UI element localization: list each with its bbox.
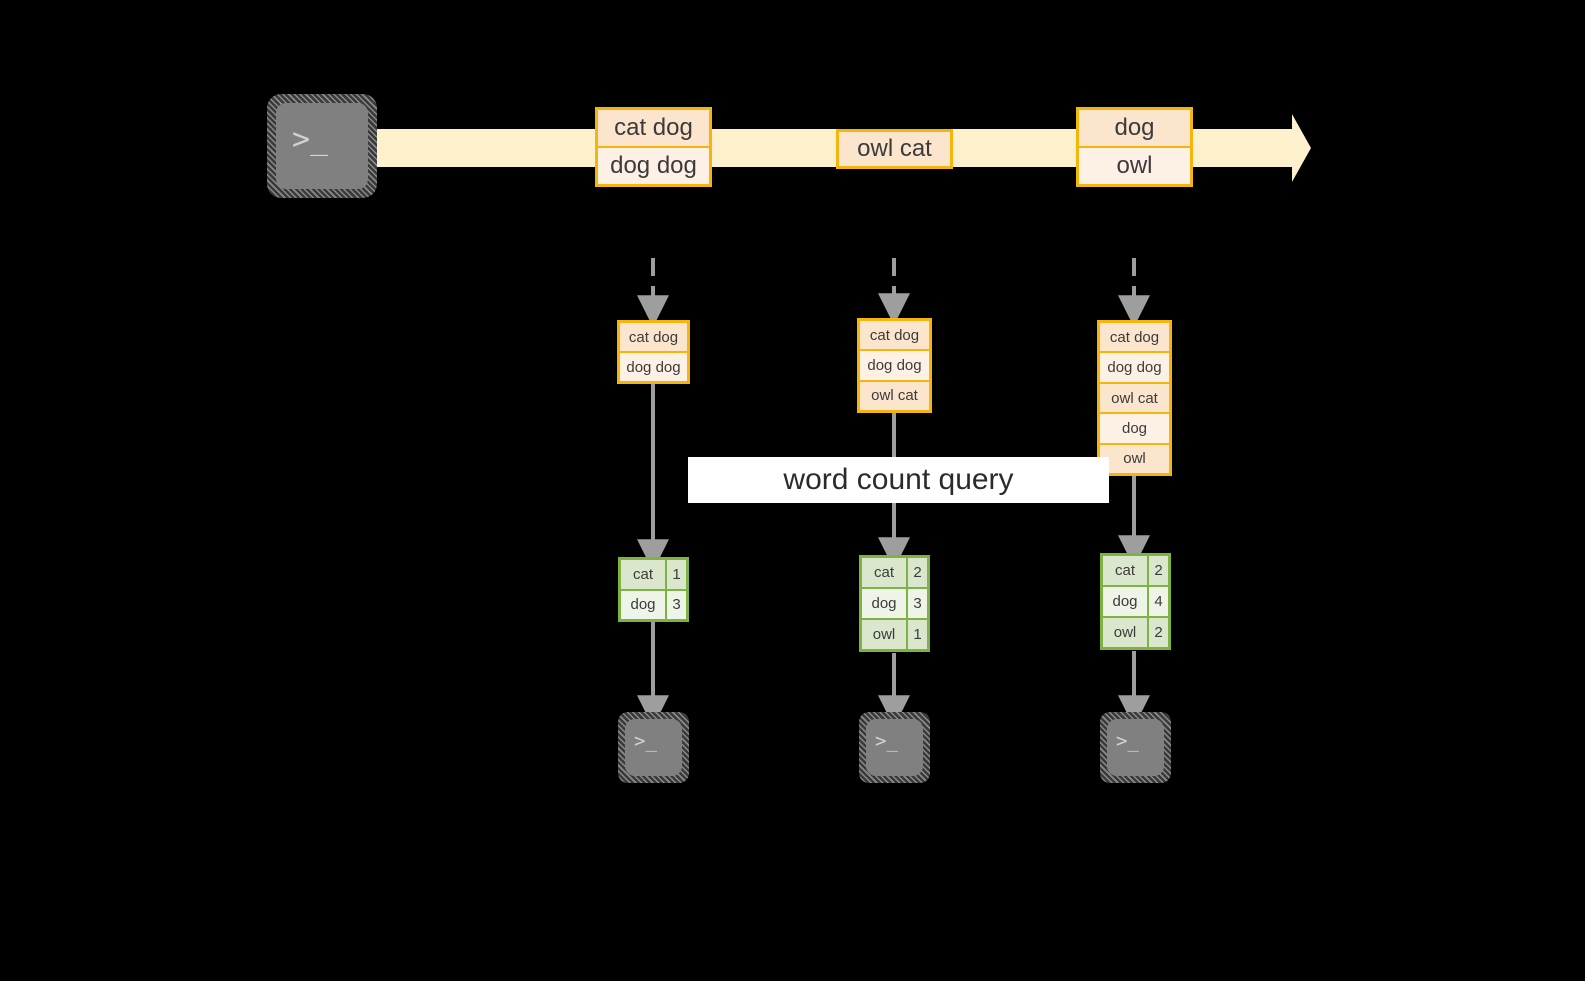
sink-terminal-icon-2[interactable]: >_ — [859, 712, 930, 783]
result-word: dog — [1103, 587, 1147, 616]
result-count: 1 — [906, 620, 927, 649]
stream-group-3[interactable]: dog owl — [1076, 107, 1193, 187]
table-row: dog 3 — [621, 588, 686, 619]
snapshot-record: owl — [1100, 442, 1169, 474]
terminal-screen: >_ — [866, 719, 923, 776]
snapshot-record: owl cat — [1100, 381, 1169, 413]
snapshot-record: dog dog — [1100, 351, 1169, 382]
table-row: cat 1 — [621, 560, 686, 589]
stream-record: dog — [1079, 110, 1190, 146]
snapshot-record: cat dog — [620, 323, 687, 351]
result-word: dog — [862, 589, 906, 618]
stream-to-snapshot-links — [637, 258, 1150, 328]
source-terminal-icon[interactable]: >_ — [267, 94, 377, 198]
table-row: dog 4 — [1103, 585, 1168, 616]
snapshot-record: dog — [1100, 412, 1169, 443]
stream-record: owl cat — [839, 132, 950, 166]
query-label-text: word count query — [783, 463, 1014, 496]
stream-group-2[interactable]: owl cat — [836, 129, 953, 169]
terminal-screen: >_ — [1107, 719, 1164, 776]
stream-record: cat dog — [598, 110, 709, 146]
table-row: owl 1 — [862, 618, 927, 649]
result-count: 4 — [1147, 587, 1168, 616]
terminal-prompt-glyph: >_ — [1116, 730, 1139, 752]
result-count: 2 — [1147, 618, 1168, 647]
result-count: 3 — [906, 589, 927, 618]
snapshot-record: dog dog — [620, 351, 687, 381]
result-count: 1 — [665, 560, 686, 589]
result-word: cat — [1103, 556, 1147, 585]
table-row: cat 2 — [862, 558, 927, 587]
result-word: cat — [862, 558, 906, 587]
terminal-prompt-glyph: >_ — [875, 730, 898, 752]
result-table-3[interactable]: cat 2 dog 4 owl 2 — [1100, 553, 1171, 650]
result-word: owl — [1103, 618, 1147, 647]
result-word: dog — [621, 590, 665, 619]
result-table-2[interactable]: cat 2 dog 3 owl 1 — [859, 555, 930, 652]
terminal-screen: >_ — [276, 103, 368, 189]
stream-record: dog dog — [598, 146, 709, 184]
result-word: owl — [862, 620, 906, 649]
snapshot-box-2[interactable]: cat dog dog dog owl cat — [857, 318, 932, 413]
query-label: word count query — [688, 457, 1109, 503]
sink-terminal-icon-1[interactable]: >_ — [618, 712, 689, 783]
result-count: 2 — [906, 558, 927, 587]
sink-terminal-icon-3[interactable]: >_ — [1100, 712, 1171, 783]
snapshot-record: dog dog — [860, 349, 929, 380]
terminal-prompt-glyph: >_ — [634, 730, 657, 752]
snapshot-box-1[interactable]: cat dog dog dog — [617, 320, 690, 384]
terminal-screen: >_ — [625, 719, 682, 776]
result-count: 3 — [665, 590, 686, 619]
stream-group-1[interactable]: cat dog dog dog — [595, 107, 712, 187]
snapshot-record: owl cat — [860, 379, 929, 410]
stream-record: owl — [1079, 146, 1190, 184]
result-count: 2 — [1147, 556, 1168, 585]
table-row: cat 2 — [1103, 556, 1168, 585]
snapshot-record: cat dog — [1100, 323, 1169, 352]
result-word: cat — [621, 560, 665, 589]
table-row: dog 3 — [862, 587, 927, 618]
result-table-1[interactable]: cat 1 dog 3 — [618, 557, 689, 622]
snapshot-box-3[interactable]: cat dog dog dog owl cat dog owl — [1097, 320, 1172, 476]
snapshot-record: cat dog — [860, 321, 929, 350]
terminal-prompt-glyph: >_ — [292, 122, 329, 157]
table-row: owl 2 — [1103, 616, 1168, 647]
